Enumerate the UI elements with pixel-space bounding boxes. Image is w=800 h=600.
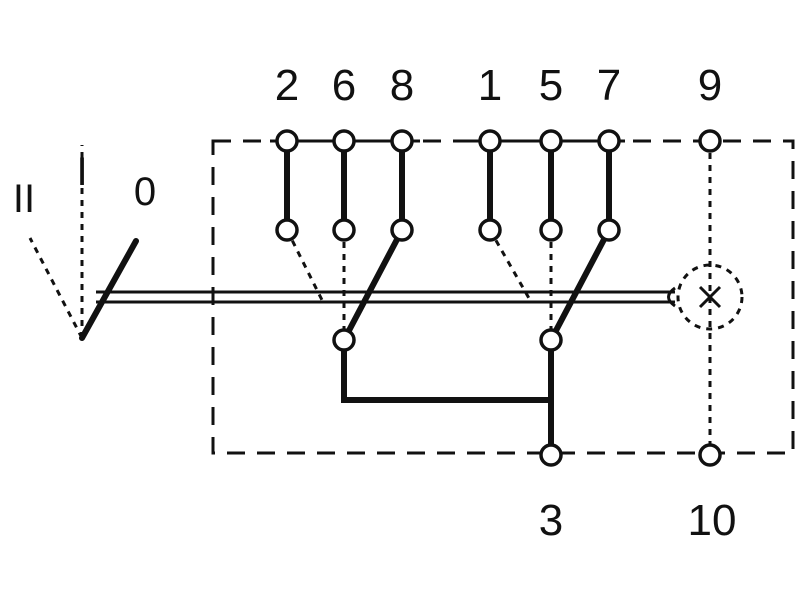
terminal-5 (539, 129, 563, 153)
terminal-2 (275, 129, 299, 153)
terminal-3 (539, 443, 563, 467)
bridge-connection (341, 337, 554, 403)
actuator-rod-end (667, 286, 676, 308)
contact-6-lower (332, 218, 356, 242)
terminal-6 (332, 129, 356, 153)
terminal-1 (478, 129, 502, 153)
contact-7-lower (597, 218, 621, 242)
terminal-label-2: 2 (275, 61, 299, 110)
wiper-right (548, 227, 612, 343)
position-label-one: I (76, 150, 87, 194)
lamp-icon (676, 263, 744, 331)
terminal-label-6: 6 (332, 61, 356, 110)
terminal-9 (698, 129, 722, 153)
terminal-8 (390, 129, 414, 153)
terminal-label-8: 8 (390, 61, 414, 110)
contact-8-lower (390, 218, 414, 242)
switch-lever (79, 238, 139, 341)
position-label-off: 0 (134, 170, 156, 214)
wiper-alt-left-a (285, 229, 324, 301)
contact-1-lower (478, 218, 502, 242)
terminal-label-3: 3 (539, 496, 563, 545)
terminal-label-7: 7 (597, 61, 621, 110)
wiper-pivot-left (332, 328, 356, 352)
wiper-left (341, 227, 405, 343)
terminal-label-5: 5 (539, 61, 563, 110)
terminal-label-9: 9 (698, 61, 722, 110)
terminal-10 (698, 443, 722, 467)
terminal-label-10: 10 (688, 496, 737, 545)
contact-5-lower (539, 218, 563, 242)
lever-position-two (28, 237, 84, 339)
wiper-pivot-right (539, 328, 563, 352)
contact-2-lower (275, 218, 299, 242)
position-label-two: II (13, 177, 35, 221)
terminal-label-1: 1 (478, 61, 502, 110)
switch-housing (211, 139, 795, 455)
terminal-7 (597, 129, 621, 153)
wiper-alt-right-a (488, 229, 532, 301)
lamp-cross-b (698, 285, 722, 309)
